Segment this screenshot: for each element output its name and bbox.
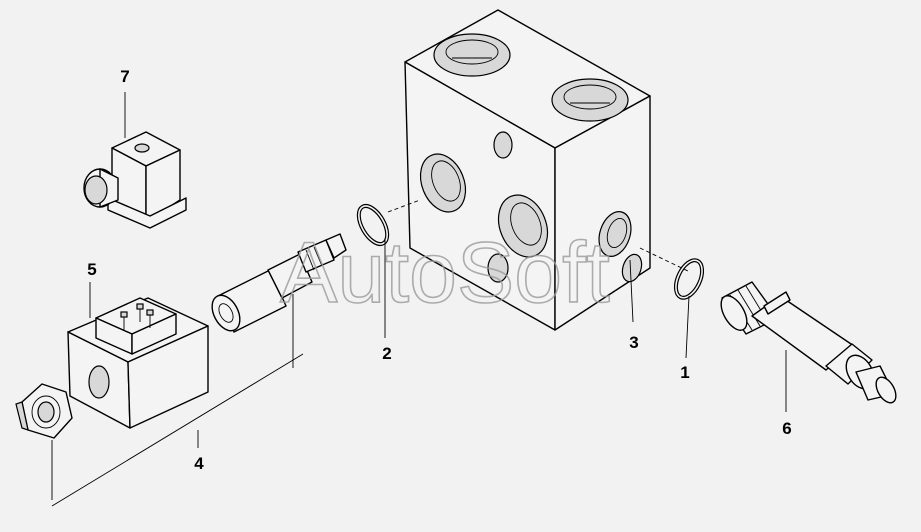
- o-ring-1: [673, 258, 705, 300]
- plug-connector: [83, 131, 187, 229]
- axis-line-right: [639, 247, 691, 273]
- hex-nut: [15, 383, 73, 439]
- valve-block: [404, 9, 651, 331]
- callout-3: 3: [629, 333, 638, 352]
- callout-5: 5: [87, 260, 96, 279]
- o-ring-2: [356, 204, 390, 246]
- callout-4: 4: [194, 454, 204, 473]
- callout-6: 6: [782, 419, 791, 438]
- callouts: 7 5 2 3 1 6 4: [87, 67, 791, 473]
- callout-2: 2: [382, 344, 391, 363]
- axis-line-left: [387, 199, 421, 213]
- solenoid-coil: [67, 297, 209, 429]
- pressure-sensor: [720, 281, 897, 404]
- callout-1: 1: [680, 363, 689, 382]
- callout-7: 7: [120, 67, 129, 86]
- valve-cartridge: [211, 233, 347, 333]
- watermark: AutoSoft: [280, 225, 610, 321]
- leader-lines: [51, 92, 787, 507]
